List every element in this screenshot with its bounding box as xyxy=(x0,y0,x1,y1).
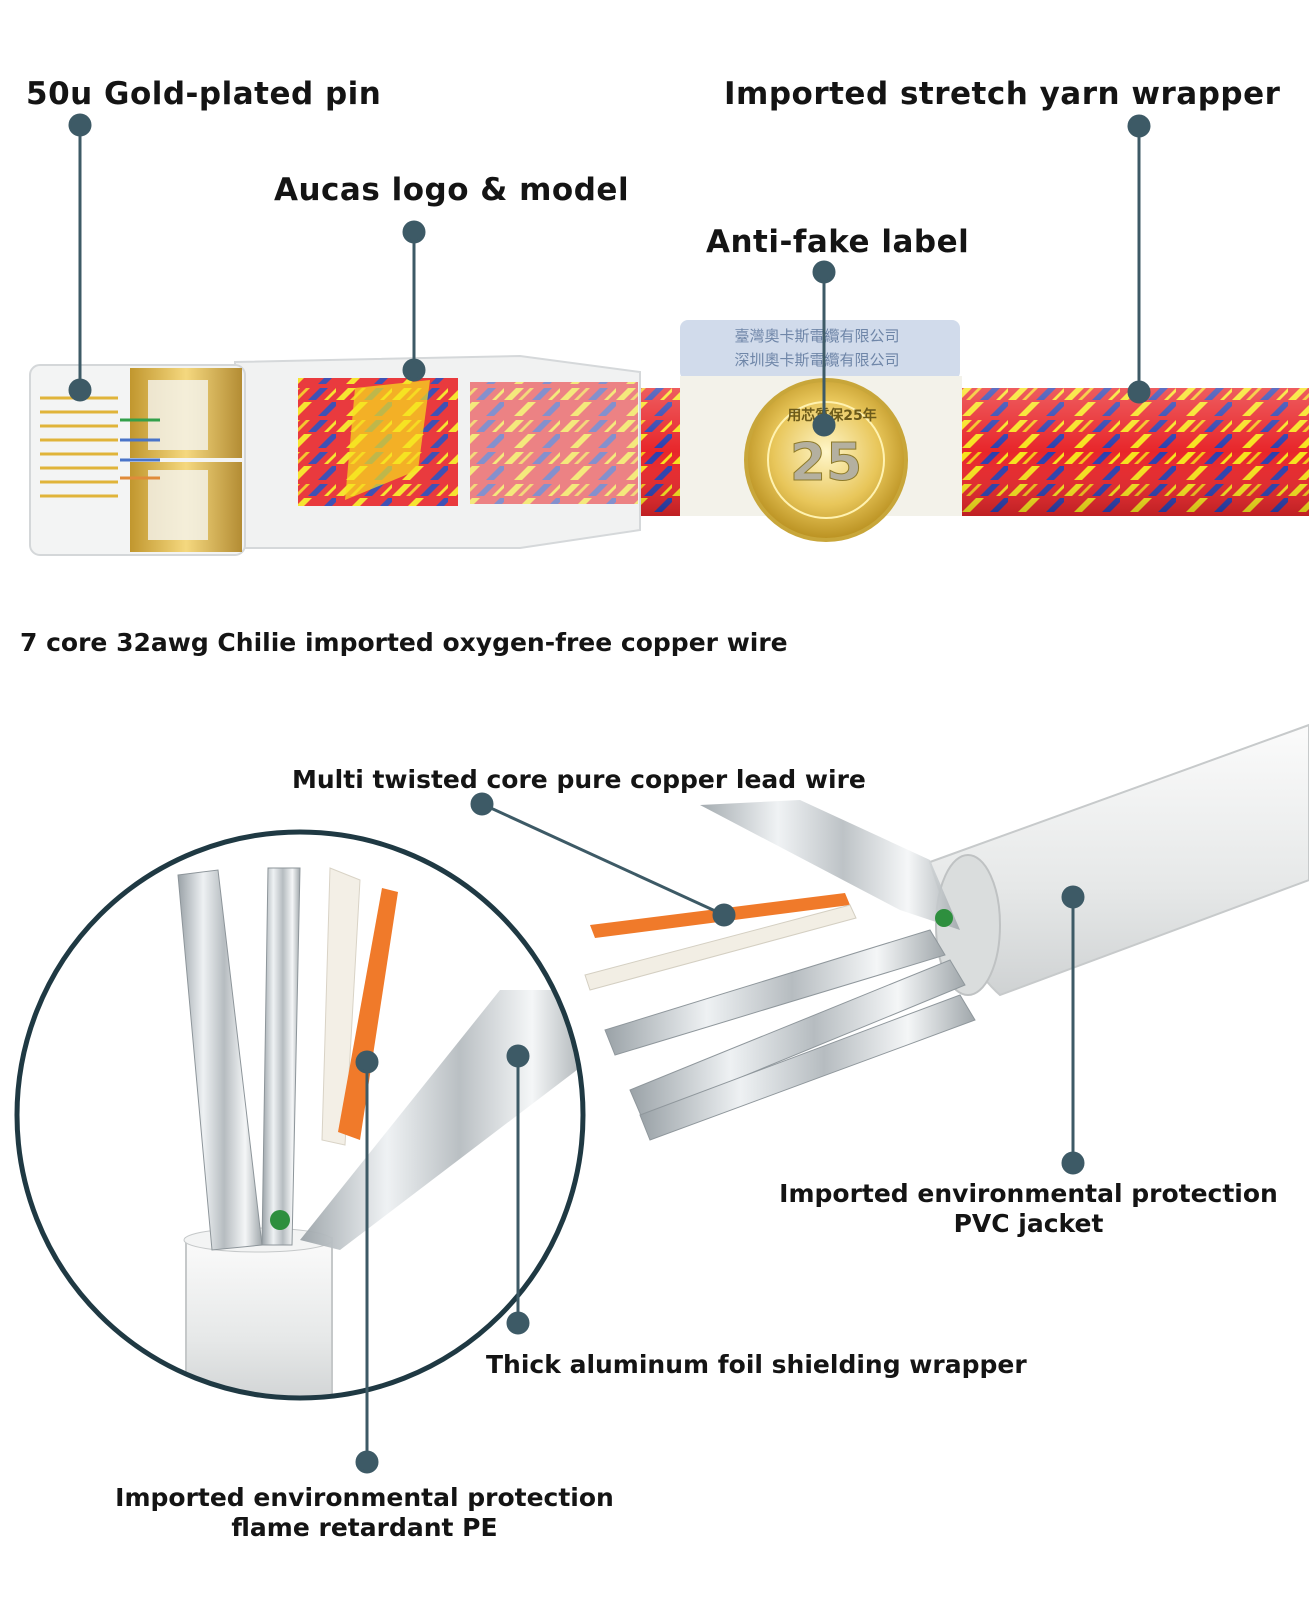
label-pvc-jacket-line1: Imported environmental protection xyxy=(779,1179,1278,1208)
anti-fake-label xyxy=(680,320,962,542)
label-pvc-jacket: Imported environmental protection PVC ja… xyxy=(776,1179,1281,1239)
label-pe-line2: flame retardant PE xyxy=(231,1513,498,1542)
label-logo-model: Aucas logo & model xyxy=(274,172,630,208)
label-foil-shield: Thick aluminum foil shielding wrapper xyxy=(486,1350,1027,1379)
label-copper-wire: 7 core 32awg Chilie imported oxygen-free… xyxy=(20,628,788,657)
flat-cable-stripped xyxy=(584,723,1309,1141)
seal-ring-text: 用芯質保25年 xyxy=(787,407,876,424)
label-lead-wire: Multi twisted core pure copper lead wire xyxy=(292,765,866,794)
rj45-plug xyxy=(29,354,641,556)
label-stretch-yarn: Imported stretch yarn wrapper xyxy=(724,76,1281,112)
label-tag-line2: 深圳奧卡斯電纜有限公司 xyxy=(734,351,899,369)
label-pe: Imported environmental protection flame … xyxy=(112,1483,617,1543)
callout-lines xyxy=(68,113,1151,1474)
label-tag-line1: 臺灣奧卡斯電纜有限公司 xyxy=(734,327,899,345)
label-gold-pin: 50u Gold-plated pin xyxy=(26,76,382,112)
label-pe-line1: Imported environmental protection xyxy=(115,1483,614,1512)
seal-number: 25 xyxy=(790,433,862,493)
label-pvc-jacket-line2: PVC jacket xyxy=(953,1209,1104,1238)
label-anti-fake: Anti-fake label xyxy=(706,224,970,260)
cross-section-inset xyxy=(14,829,586,1401)
